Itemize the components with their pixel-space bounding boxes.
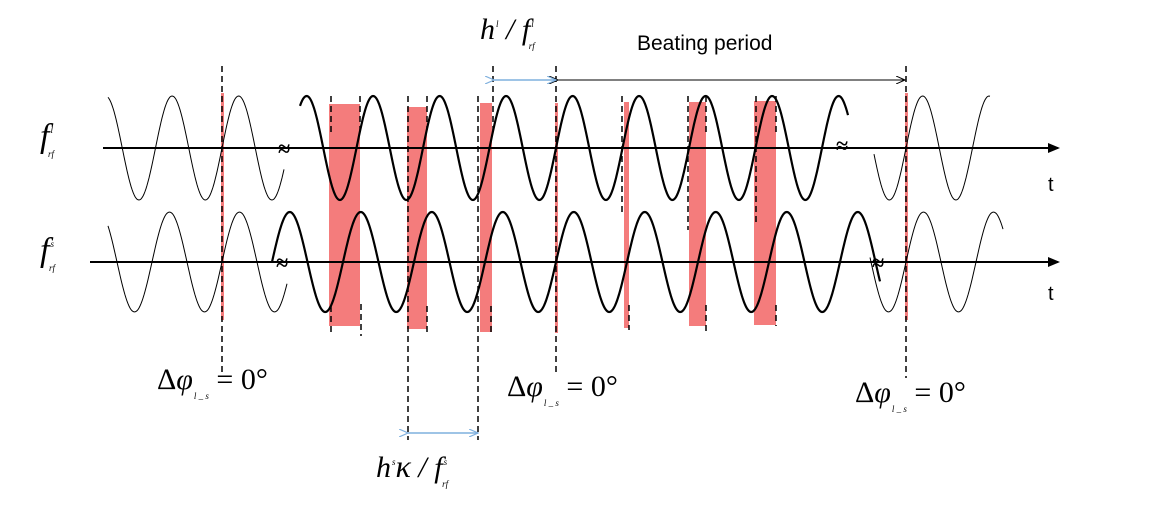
bottom-wave-middle: [270, 210, 882, 314]
break-mark-top-left: ≈: [278, 136, 291, 161]
time-label-bottom: t: [1048, 283, 1054, 305]
bottom-wave-right: [869, 211, 1004, 313]
phase-zero-marker-2: Δφl _ s = 0°: [507, 370, 618, 408]
phase-bar-7: [689, 102, 706, 326]
phase-difference-bars: [221, 93, 908, 333]
break-mark-bottom-right: ≈: [872, 250, 885, 275]
top-wave-right: [873, 95, 991, 201]
signal-label-large: flrf: [40, 118, 54, 159]
signal-label-small: fsrf: [40, 232, 55, 273]
dashed-reference-lines: [221, 66, 907, 440]
phase-bar-2: [329, 104, 360, 326]
time-label-top: t: [1048, 174, 1054, 196]
thick-wave-segments: [270, 94, 882, 314]
phase-zero-marker-1: Δφl _ s = 0°: [157, 363, 268, 401]
break-mark-top-right: ≈: [836, 133, 849, 158]
phase-bar-4: [480, 103, 492, 332]
large-period-formula: hl / flrf: [480, 13, 535, 51]
break-mark-bottom-left: ≈: [276, 250, 289, 275]
phase-bar-6: [624, 102, 629, 328]
top-wave-middle: [298, 94, 850, 202]
phase-bar-8: [754, 101, 776, 325]
small-period-formula: hsκ / fsrf: [376, 448, 449, 489]
phase-zero-marker-3: Δφl _ s = 0°: [855, 376, 966, 414]
beating-period-label: Beating period: [637, 32, 773, 55]
top-wave-left: [107, 95, 285, 201]
